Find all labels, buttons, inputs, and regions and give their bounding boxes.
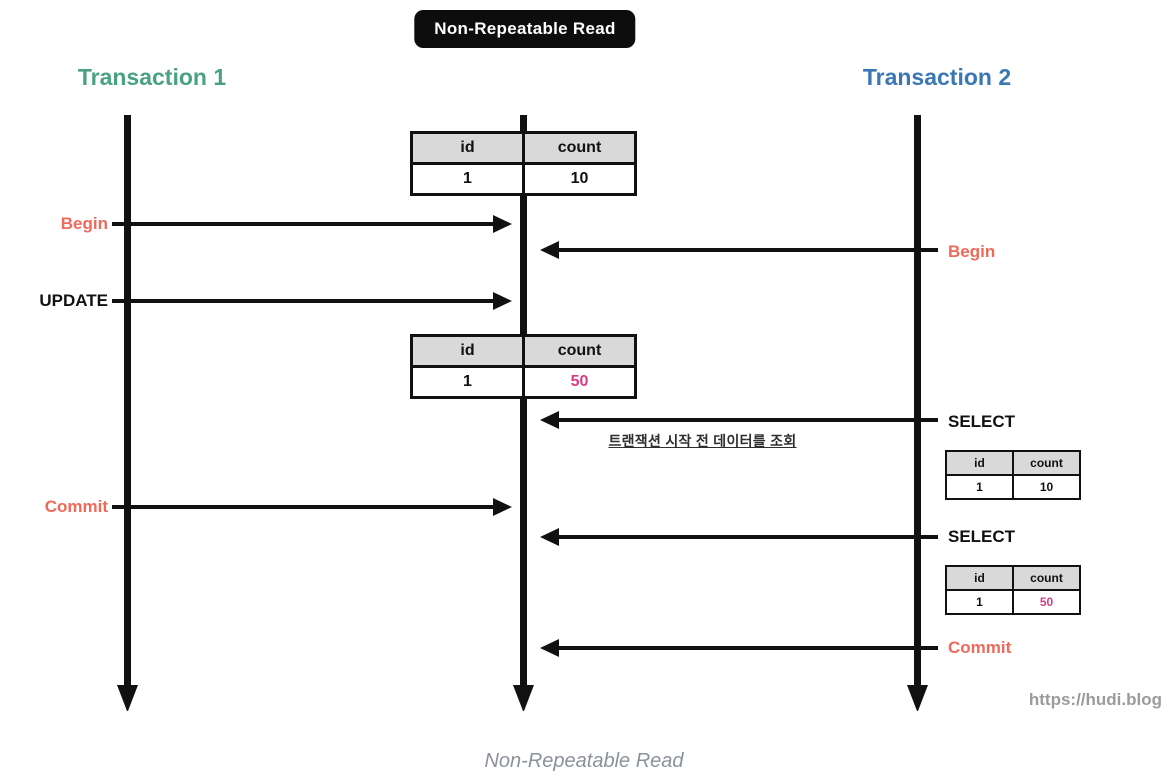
cell-id: 1 [410,162,525,196]
table-select1-result: id count 1 10 [945,450,1081,500]
transaction1-timeline-arrow [117,115,138,711]
cell-count-changed: 50 [1012,589,1081,615]
select-before-start-annotation: 트랜잭션 시작 전 데이터를 조회 [608,433,797,449]
t2-begin-label: Begin [948,242,996,261]
t1-update-label: UPDATE [39,291,108,310]
table-row: 1 10 [410,162,637,196]
t1-commit-arrow [112,498,512,516]
cell-id: 1 [945,474,1014,500]
diagram-title: Non-Repeatable Read [414,10,636,48]
transaction2-label: Transaction 2 [862,64,1012,90]
table-header-count: count [1012,565,1081,591]
transaction2-timeline-arrow [907,115,928,711]
t1-update-arrow [112,292,512,310]
table-header-count: count [522,334,637,368]
table-header-count: count [1012,450,1081,476]
table-header-id: id [945,565,1014,591]
table-header-id: id [945,450,1014,476]
table-header-count: count [522,131,637,165]
transaction1-label: Transaction 1 [77,64,227,90]
t1-begin-label: Begin [60,214,108,233]
table-row: 1 10 [945,474,1081,500]
cell-count-changed: 50 [522,365,637,399]
table-initial-state: id count 1 10 [410,131,637,196]
database-timeline-arrow [513,115,534,711]
table-header-id: id [410,131,525,165]
table-select2-result: id count 1 50 [945,565,1081,615]
t2-select1-label: SELECT [948,412,1016,431]
t1-commit-label: Commit [44,497,108,516]
cell-id: 1 [410,365,525,399]
table-after-update: id count 1 50 [410,334,637,399]
cell-count: 10 [522,162,637,196]
t1-begin-arrow [112,215,512,233]
t2-select2-label: SELECT [948,527,1016,546]
t2-begin-arrow [540,241,938,259]
source-url: https://hudi.blog [1028,690,1162,709]
t2-select1-arrow [540,411,938,429]
table-row: 1 50 [410,365,637,399]
figure-caption: Non-Repeatable Read [484,750,684,772]
table-header-id: id [410,334,525,368]
t2-commit-arrow [540,639,938,657]
cell-id: 1 [945,589,1014,615]
table-row: 1 50 [945,589,1081,615]
t2-commit-label: Commit [948,638,1012,657]
cell-count: 10 [1012,474,1081,500]
t2-select2-arrow [540,528,938,546]
